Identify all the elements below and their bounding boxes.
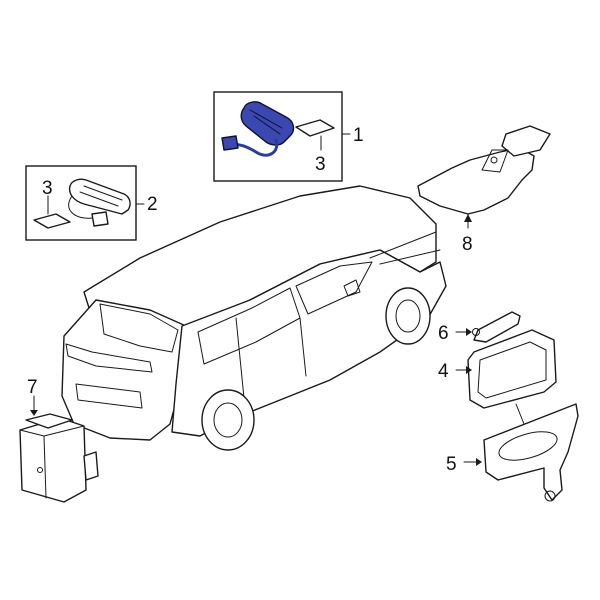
side-mirror xyxy=(343,279,361,297)
part-5: 5 xyxy=(446,403,579,502)
vehicle-suv xyxy=(61,185,447,451)
callout-1: 1 xyxy=(353,125,364,146)
module-7-tab xyxy=(25,413,73,429)
bracket-5 xyxy=(483,403,579,501)
part-8: 8 xyxy=(417,125,551,255)
bracket-plate-8 xyxy=(417,147,535,215)
rear-glass xyxy=(99,303,179,353)
highlighted-connector xyxy=(221,135,239,151)
front-window xyxy=(295,261,373,315)
module-ribs-2 xyxy=(79,185,123,207)
door-lines xyxy=(235,317,307,399)
bolt-hole-8 xyxy=(490,156,498,164)
callout-8: 8 xyxy=(462,234,473,255)
callout-3-left: 3 xyxy=(42,178,53,199)
label-sticker-2 xyxy=(33,213,71,229)
arrow-5 xyxy=(476,458,482,466)
module-7-connector xyxy=(83,451,99,481)
callout-7: 7 xyxy=(27,377,38,398)
arrow-8 xyxy=(464,214,472,222)
part-4: 4 xyxy=(438,329,557,409)
callout-3-top: 3 xyxy=(315,154,326,175)
vehicle-rear xyxy=(61,299,187,441)
callout-5: 5 xyxy=(446,454,457,475)
front-wheel xyxy=(385,287,431,345)
tail-light xyxy=(65,343,153,373)
sensor-head-8 xyxy=(501,125,551,157)
part-6: 6 xyxy=(438,311,521,344)
connector-2 xyxy=(91,211,109,227)
module-rib-2 xyxy=(253,115,281,135)
arrow-7 xyxy=(30,410,38,416)
arrow-4 xyxy=(466,366,472,374)
bracket-5-post xyxy=(515,403,525,425)
bracket-tab-8 xyxy=(481,149,509,173)
callout-4: 4 xyxy=(438,361,449,382)
module-rib xyxy=(249,109,283,129)
bracket-6 xyxy=(473,311,521,343)
bolt-hole-5 xyxy=(544,490,556,502)
callout-box-2: 3 2 xyxy=(25,165,158,241)
rear-wheel-rim xyxy=(213,402,243,438)
callout-6: 6 xyxy=(438,323,449,344)
callout-box-1: 1 3 xyxy=(213,91,364,182)
module-4 xyxy=(467,329,557,409)
module-7 xyxy=(19,417,87,503)
highlighted-harness xyxy=(230,138,279,157)
rear-wheel xyxy=(201,389,255,451)
arrow-6 xyxy=(466,328,472,336)
label-sticker-1 xyxy=(295,119,335,137)
module-7-mark xyxy=(37,467,43,473)
bolt-hole-6 xyxy=(472,328,480,336)
bumper-panel xyxy=(75,383,143,409)
module-4-face xyxy=(477,341,547,399)
callout-2: 2 xyxy=(147,194,158,215)
hood-lines xyxy=(369,231,441,265)
front-wheel-rim xyxy=(395,299,421,333)
part-7: 7 xyxy=(19,377,99,503)
harness-2 xyxy=(68,195,93,219)
module-7-edges xyxy=(19,425,85,499)
bracket-5-opening xyxy=(498,431,558,461)
